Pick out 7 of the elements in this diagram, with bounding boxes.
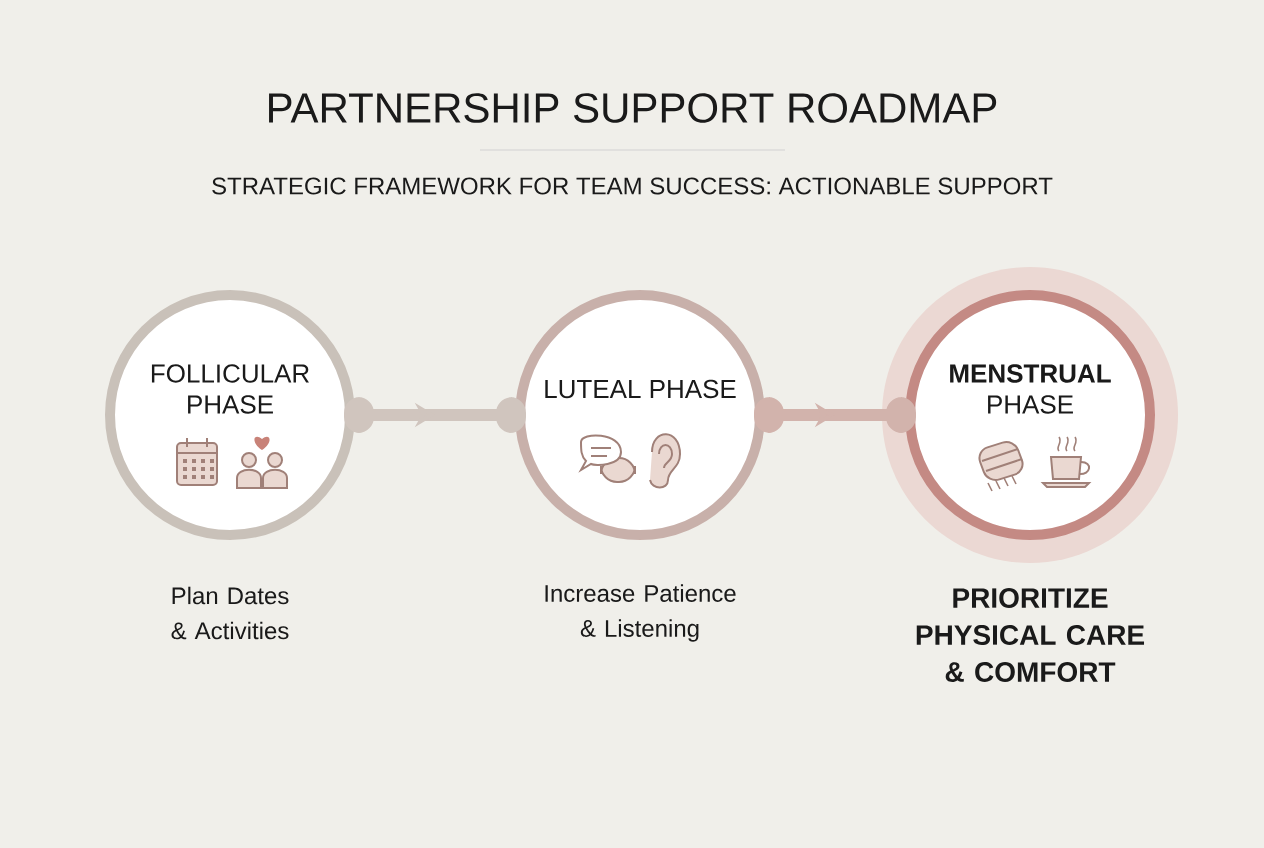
arrow bbox=[344, 397, 526, 433]
phase-action-text: PRIORITIZE PHYSICAL CARE & COMFORT bbox=[916, 588, 1144, 682]
phase-action-text: Plan Dates & Activities bbox=[171, 586, 289, 640]
title: PARTNERSHIP SUPPORT ROADMAP bbox=[269, 93, 997, 123]
arrow bbox=[754, 397, 916, 433]
phase-action-text: Increase Patience & Listening bbox=[545, 584, 736, 642]
subtitle: STRATEGIC FRAMEWORK FOR TEAM SUCCESS: ACTIONABLE SUPPORT bbox=[212, 177, 1053, 195]
